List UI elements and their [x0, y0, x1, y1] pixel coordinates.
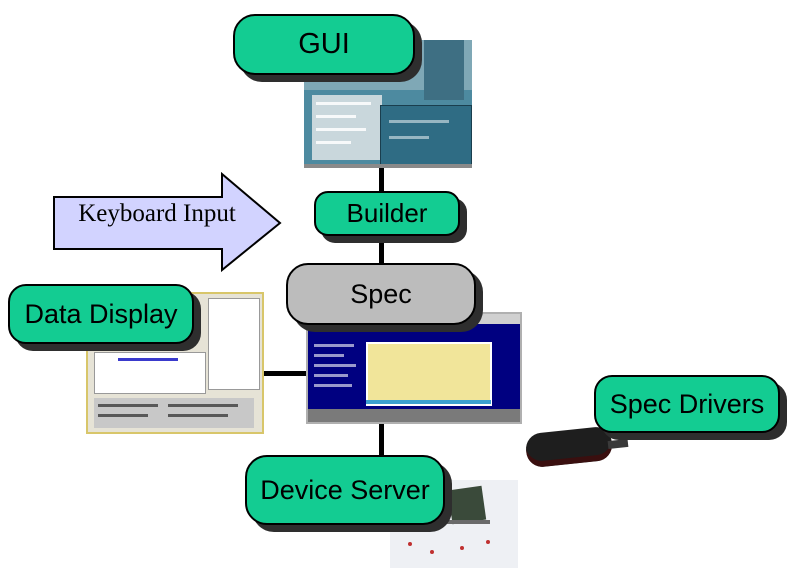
connector-gui-builder [379, 165, 384, 193]
connector-display-spec [258, 371, 308, 376]
connector-builder-spec [379, 233, 384, 265]
data-display-label: Data Display [24, 298, 178, 329]
keyboard-input-arrow [53, 172, 282, 273]
spec-screenshot-image [306, 312, 522, 424]
connector-spec-device [379, 418, 384, 458]
gui-label: GUI [298, 28, 350, 60]
device-server-node: Device Server [245, 455, 445, 525]
spec-drivers-label: Spec Drivers [609, 388, 765, 419]
gui-node: GUI [233, 14, 415, 75]
device-server-label: Device Server [260, 474, 430, 505]
data-display-node: Data Display [8, 284, 194, 344]
builder-node: Builder [314, 191, 460, 236]
builder-label: Builder [346, 198, 428, 228]
spec-label: Spec [350, 278, 412, 309]
spec-drivers-node: Spec Drivers [594, 375, 780, 433]
spec-node: Spec [286, 263, 476, 325]
keyboard-input-label: Keyboard Input [78, 200, 236, 227]
